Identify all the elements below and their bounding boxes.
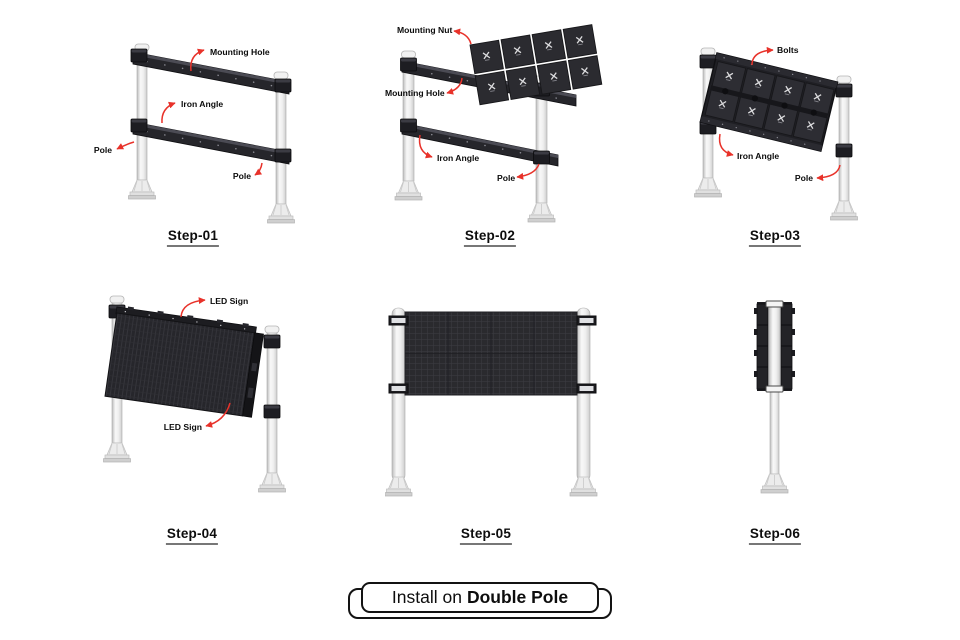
pole xyxy=(267,71,295,224)
clamp xyxy=(263,334,281,349)
pole-base xyxy=(258,472,286,493)
led-sign-front xyxy=(104,306,264,418)
clamp xyxy=(274,148,292,163)
iron-angle-bar-top xyxy=(132,51,290,95)
clamp-band xyxy=(388,315,597,394)
callout-arrow xyxy=(254,162,263,176)
callout-arrow xyxy=(516,163,540,180)
pole-base xyxy=(394,180,423,201)
pole xyxy=(576,307,591,482)
label-pole-left: Pole xyxy=(94,145,112,155)
pole-base xyxy=(527,202,556,223)
label-led-sign-top: LED Sign xyxy=(210,296,248,306)
pole xyxy=(391,307,406,482)
label-iron-angle: Iron Angle xyxy=(737,151,779,161)
pole-base xyxy=(103,442,131,463)
step-caption-05: Step-05 xyxy=(459,526,513,545)
callout-arrow xyxy=(418,134,433,159)
label-pole: Pole xyxy=(795,173,813,183)
callout-arrow xyxy=(180,297,206,318)
label-mounting-nut: Mounting Nut xyxy=(397,25,452,35)
callout-arrow xyxy=(751,46,774,66)
clamp xyxy=(835,83,853,98)
badge-text-emphasis: Double Pole xyxy=(466,587,569,607)
pole-base xyxy=(760,473,789,494)
pole xyxy=(830,75,858,221)
clamp xyxy=(400,57,417,72)
label-bolts: Bolts xyxy=(777,45,799,55)
callout-arrow xyxy=(205,402,231,428)
pole-base xyxy=(267,203,295,224)
step-caption-06: Step-06 xyxy=(748,526,802,545)
callout-arrow xyxy=(453,28,472,45)
led-panel-assembly-back xyxy=(699,52,839,153)
label-led-sign-bottom: LED Sign xyxy=(164,422,202,432)
pole-base xyxy=(569,476,598,497)
module-seams xyxy=(405,312,577,395)
callout-arrow xyxy=(816,164,841,182)
led-sign-side xyxy=(754,300,795,393)
callout-arrow xyxy=(161,101,176,124)
label-pole-right: Pole xyxy=(233,171,251,181)
pole xyxy=(258,325,286,493)
badge-text-prefix: Install on xyxy=(391,587,462,607)
step-04-illustration: LED Sign LED Sign xyxy=(103,295,286,493)
label-mounting-hole: Mounting Hole xyxy=(210,47,270,57)
clamp xyxy=(263,404,281,419)
led-panel-grid xyxy=(469,24,603,106)
label-iron-angle: Iron Angle xyxy=(437,153,479,163)
clamp xyxy=(533,150,550,165)
pole-base xyxy=(128,179,156,200)
step-02-illustration: Mounting Nut Mounting Hole Iron Angle Po… xyxy=(385,24,603,223)
step-caption-04: Step-04 xyxy=(165,526,219,545)
step-caption-02: Step-02 xyxy=(463,228,517,247)
callout-arrow xyxy=(190,48,205,72)
step-03-illustration: Bolts Iron Angle Pole xyxy=(694,45,858,221)
step-caption-01: Step-01 xyxy=(166,228,220,247)
clamp xyxy=(274,78,292,93)
step-01-illustration: Mounting Hole Iron Angle Pole Pole xyxy=(94,43,295,224)
label-iron-angle: Iron Angle xyxy=(181,99,223,109)
clamp xyxy=(130,118,148,133)
step-06-illustration xyxy=(754,300,795,494)
clamp xyxy=(130,48,148,63)
pole-base xyxy=(830,200,858,221)
pole-base xyxy=(385,476,413,497)
install-type-badge: Install on Double Pole xyxy=(361,582,599,613)
callout-arrow xyxy=(446,77,463,95)
pole xyxy=(769,389,780,475)
step-05-illustration xyxy=(385,307,598,497)
clamp xyxy=(835,143,853,158)
label-mounting-hole: Mounting Hole xyxy=(385,88,445,98)
clamp xyxy=(400,118,417,133)
callout-arrow xyxy=(116,141,135,150)
label-pole: Pole xyxy=(497,173,515,183)
callout-arrow xyxy=(718,133,734,157)
pole-base xyxy=(694,177,722,198)
iron-angle-bar-bottom xyxy=(132,121,290,165)
step-caption-03: Step-03 xyxy=(748,228,802,247)
